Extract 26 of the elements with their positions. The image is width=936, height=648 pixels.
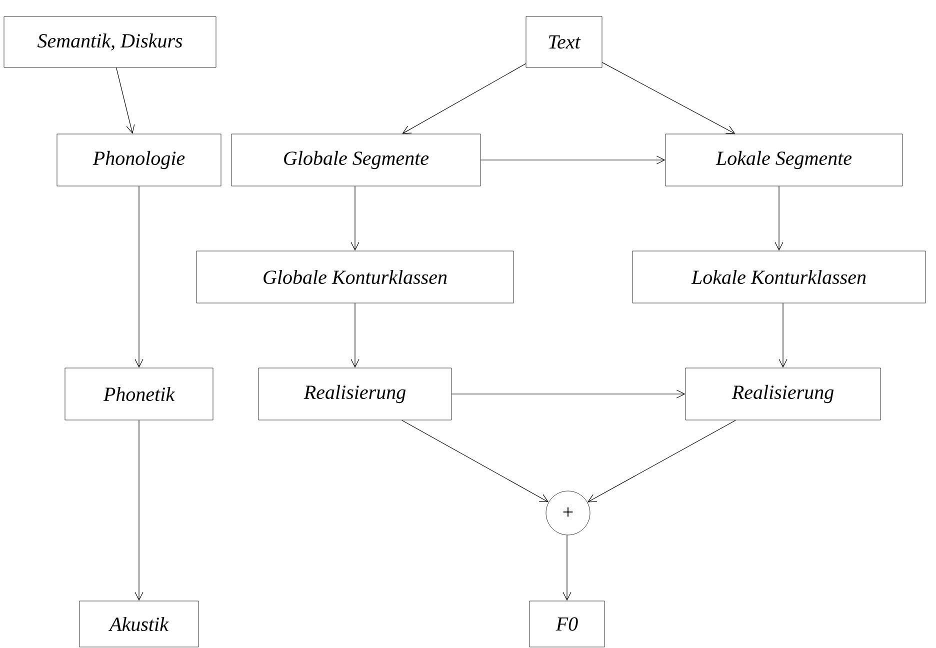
arrow [116,67,135,134]
arrow [587,420,736,502]
process-box: F0 [529,600,605,648]
process-box: Lokale Segmente [665,134,903,186]
arrow [451,390,686,398]
process-box: Semantik, Diskurs [4,16,216,68]
arrow [778,302,788,368]
arrow [134,186,144,368]
arrow [350,186,360,251]
process-box: Globale Konturklassen [196,250,514,304]
arrow [350,302,360,368]
process-box: Globale Segmente [231,134,481,186]
arrow [402,420,549,502]
arrow [402,63,526,134]
process-box: Realisierung [258,368,452,420]
process-box: Phonetik [64,368,214,420]
process-box: Realisierung [685,368,881,420]
arrow [134,420,144,601]
process-box: Phonologie [56,134,222,186]
arrow [562,534,572,601]
process-box: Akustik [79,600,199,648]
arrow [602,62,736,134]
arrow [774,186,784,251]
process-box: Lokale Konturklassen [632,250,926,304]
process-box: Text [526,16,602,68]
arrow [480,156,666,164]
